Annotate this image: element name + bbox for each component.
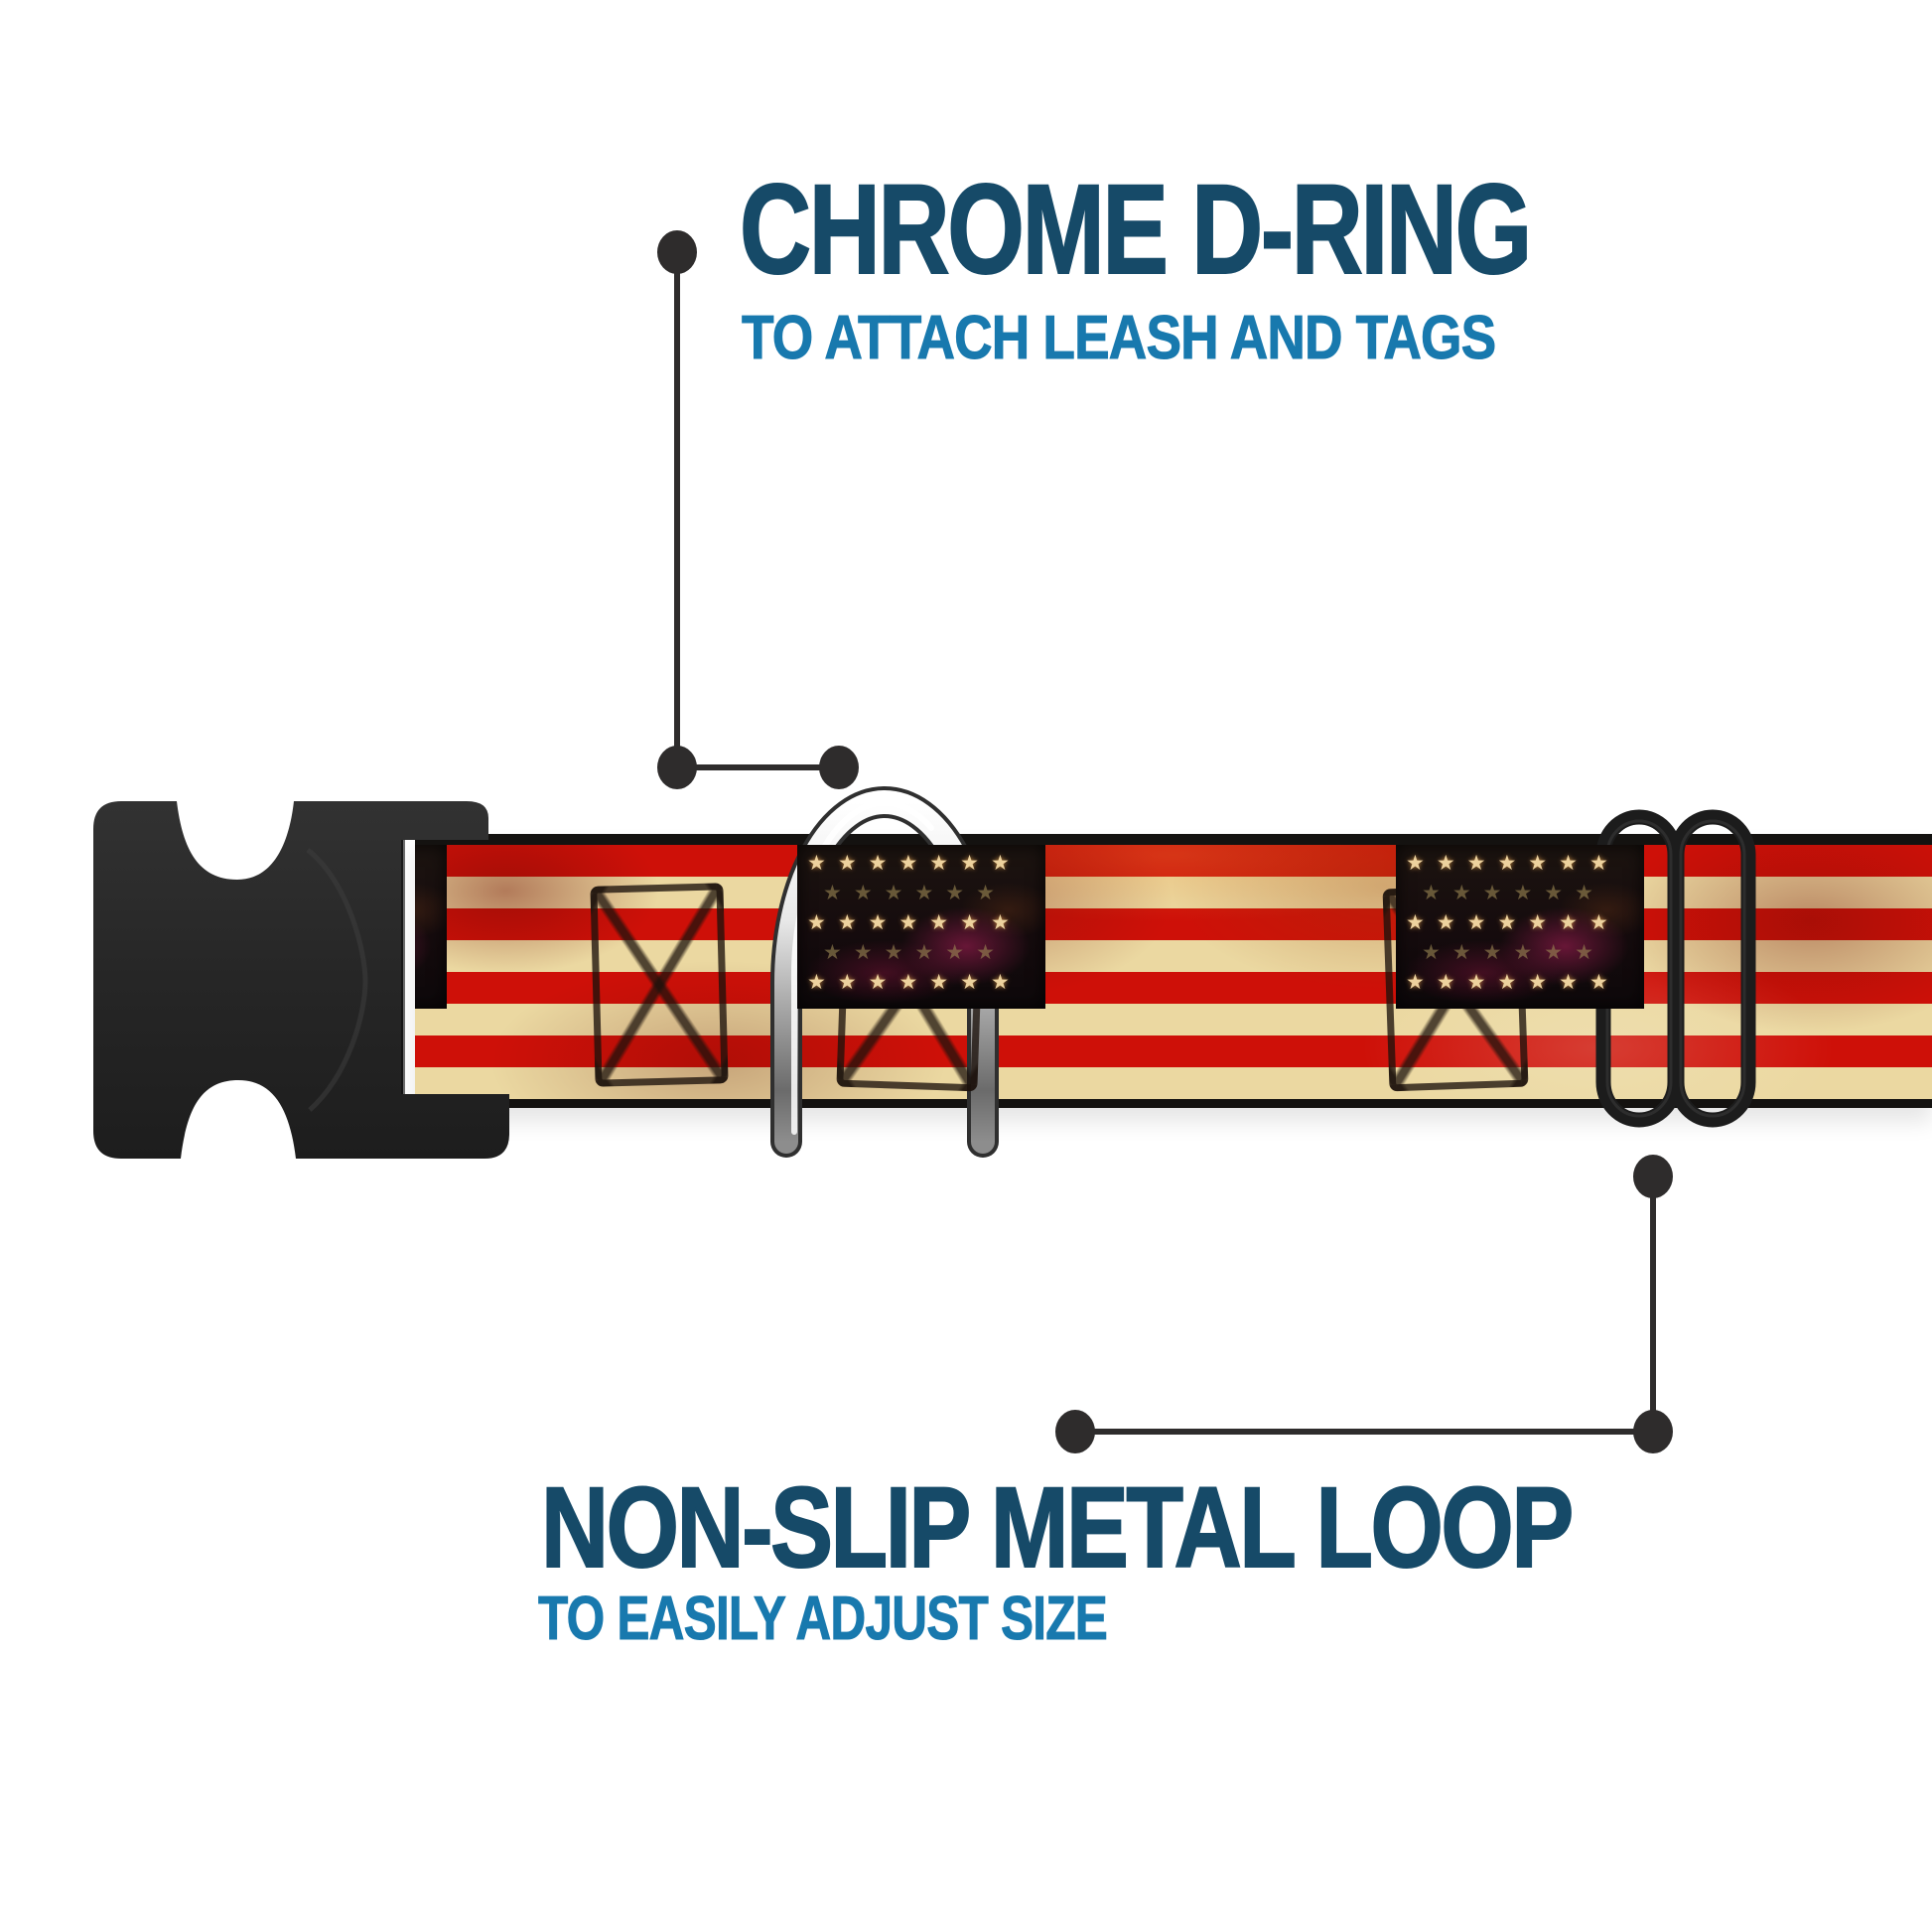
star-field: ★★★★★★★★★★★★★★★★★★★★★★★★★★★★★★★★★ [807,849,1045,1009]
star-icon-row: ★★★★★★ [823,941,1007,964]
star-icon-row: ★★★★★★ [415,938,447,968]
star-icon-row: ★★★★★★ [415,879,447,908]
callout-title-metal-loop: NON-SLIP METAL LOOP [540,1464,1575,1591]
vintage-us-flag-print: ★★★★★★★★★★★★★★★★★★★★★★★★★★★★★★★★★ ★★★★★★… [415,845,1932,1099]
star-icon-row: ★★★★★★★ [415,908,447,938]
flag-star-canton: ★★★★★★★★★★★★★★★★★★★★★★★★★★★★★★★★★ [797,845,1045,1009]
flag-star-canton: ★★★★★★★★★★★★★★★★★★★★★★★★★★★★★★★★★ [415,845,447,1009]
callout-dot [1055,1410,1095,1453]
star-icon-row: ★★★★★★★ [807,911,1022,934]
crossed-box-graphic [590,883,729,1087]
star-field: ★★★★★★★★★★★★★★★★★★★★★★★★★★★★★★★★★ [1406,849,1644,1009]
callout-subtitle-chrome-d-ring: TO ATTACH LEASH AND TAGS [742,304,1497,372]
star-icon-row: ★★★★★★ [1422,941,1605,964]
callout-line-horizontal [677,764,839,770]
collar-webbing-band: ★★★★★★★★★★★★★★★★★★★★★★★★★★★★★★★★★ ★★★★★★… [415,834,1932,1108]
flag-star-canton: ★★★★★★★★★★★★★★★★★★★★★★★★★★★★★★★★★ [1396,845,1644,1009]
callout-dot [819,746,859,789]
star-field: ★★★★★★★★★★★★★★★★★★★★★★★★★★★★★★★★★ [415,849,447,1009]
star-icon-row: ★★★★★★★ [807,852,1022,875]
star-icon-row: ★★★★★★★ [415,849,447,879]
star-icon-row: ★★★★★★ [823,882,1007,904]
star-icon-row: ★★★★★★★ [1406,971,1620,994]
star-icon-row: ★★★★★★★ [807,971,1022,994]
callout-line-horizontal [1075,1429,1653,1435]
star-icon-row: ★★★★★★★ [415,968,447,998]
star-icon-row: ★★★★★★★ [1406,911,1620,934]
callout-title-chrome-d-ring: CHROME D-RING [739,159,1533,301]
callout-subtitle-metal-loop: TO EASILY ADJUST SIZE [538,1585,1109,1653]
callout-line-vertical [674,252,680,769]
star-icon-row: ★★★★★★ [1422,882,1605,904]
star-icon-row: ★★★★★★★ [1406,852,1620,875]
callout-line-vertical [1650,1176,1656,1432]
